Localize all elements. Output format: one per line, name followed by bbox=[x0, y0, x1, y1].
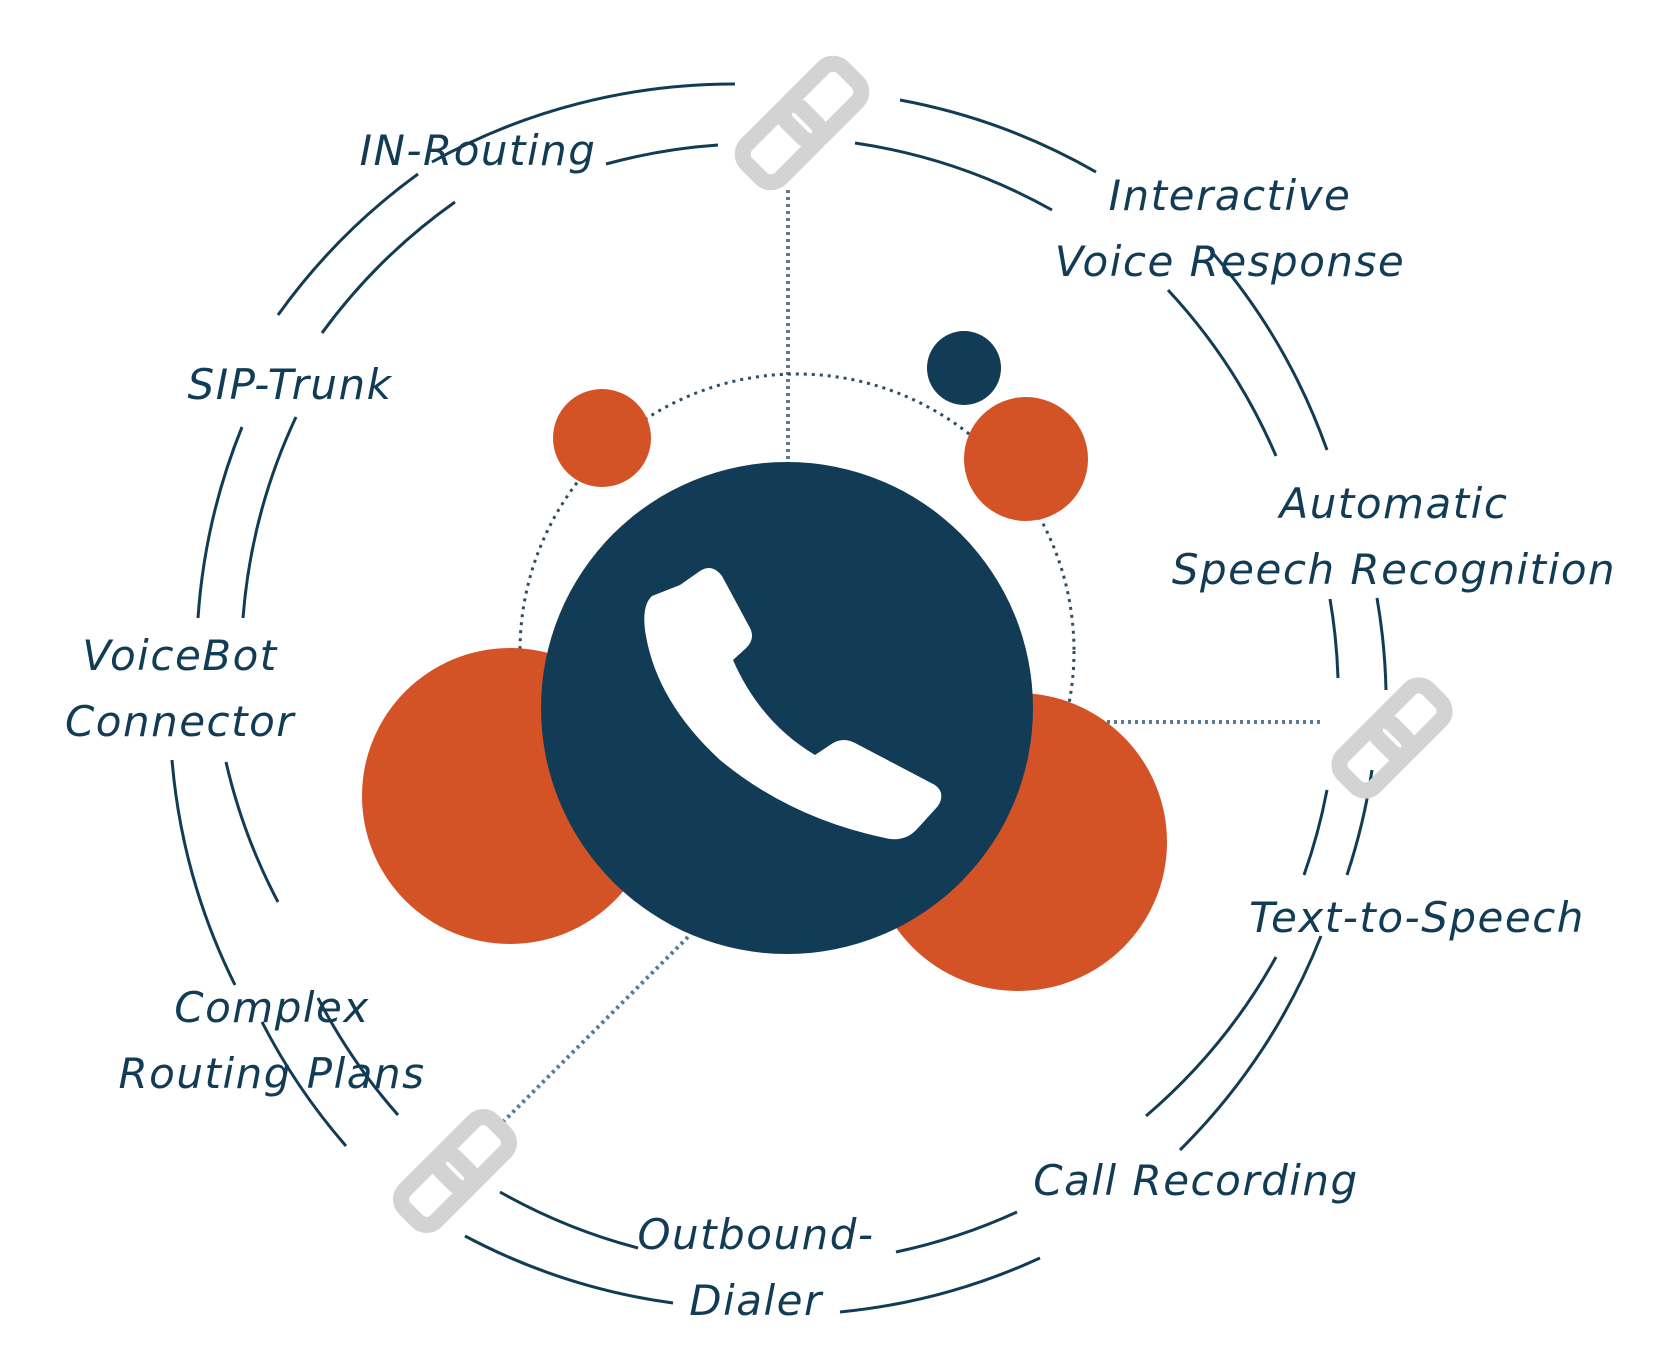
phone-handset-icon bbox=[644, 567, 942, 840]
small-navy-bubble bbox=[927, 331, 1001, 405]
chain-link-icon-right bbox=[1331, 677, 1453, 799]
label-interactive-voice-response: Interactive Voice Response bbox=[1054, 171, 1406, 286]
chain-link-icon-bottom bbox=[392, 1108, 518, 1234]
central-disc bbox=[541, 462, 1033, 954]
label-automatic-speech-recognition: Automatic Speech Recognition bbox=[1171, 479, 1617, 594]
label-call-recording: Call Recording bbox=[1033, 1156, 1359, 1205]
label-voicebot-connector: VoiceBot Connector bbox=[64, 631, 296, 746]
small-orange-bubble-right bbox=[964, 397, 1088, 521]
outer-ring bbox=[170, 82, 1388, 1314]
small-orange-bubble-left bbox=[553, 389, 651, 487]
label-in-routing: IN-Routing bbox=[359, 126, 597, 175]
label-complex-routing-plans: Complex Routing Plans bbox=[118, 983, 426, 1098]
label-sip-trunk: SIP-Trunk bbox=[187, 360, 393, 409]
label-text-to-speech: Text-to-Speech bbox=[1249, 893, 1585, 942]
chain-link-icon-top bbox=[734, 55, 870, 191]
link-spokes bbox=[501, 190, 1322, 1124]
label-outbound-dialer: Outbound- Dialer bbox=[637, 1210, 875, 1325]
